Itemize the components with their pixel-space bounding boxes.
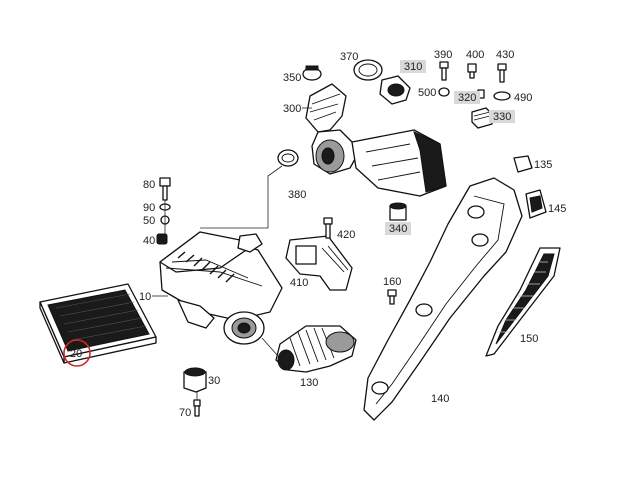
label-390[interactable]: 390 bbox=[434, 49, 452, 61]
label-box-310 bbox=[400, 60, 426, 73]
air-duct-140[interactable] bbox=[363, 177, 523, 421]
label-140[interactable]: 140 bbox=[431, 393, 449, 405]
label-490[interactable]: 490 bbox=[514, 92, 532, 104]
label-410[interactable]: 410 bbox=[290, 277, 308, 289]
label-130[interactable]: 130 bbox=[300, 377, 318, 389]
label-10[interactable]: 10 bbox=[139, 291, 151, 303]
label-70[interactable]: 70 bbox=[179, 407, 191, 419]
label-430[interactable]: 430 bbox=[496, 49, 514, 61]
label-380[interactable]: 380 bbox=[288, 189, 306, 201]
label-145[interactable]: 145 bbox=[548, 203, 566, 215]
resonator-duct[interactable] bbox=[351, 129, 447, 197]
sensor-310[interactable] bbox=[379, 75, 411, 105]
label-420[interactable]: 420 bbox=[337, 229, 355, 241]
clamp-370[interactable] bbox=[353, 59, 383, 81]
label-500[interactable]: 500 bbox=[418, 87, 436, 99]
leader-130-housing bbox=[261, 337, 279, 357]
bolt-80[interactable] bbox=[159, 177, 171, 201]
label-80[interactable]: 80 bbox=[143, 179, 155, 191]
intake-boot-130[interactable] bbox=[275, 325, 357, 373]
label-320[interactable]: 320 bbox=[458, 92, 476, 104]
air-filter-housing[interactable] bbox=[159, 231, 283, 345]
label-370[interactable]: 370 bbox=[340, 51, 358, 63]
label-20[interactable]: 20 bbox=[70, 348, 82, 360]
label-90[interactable]: 90 bbox=[143, 202, 155, 214]
washer-490[interactable] bbox=[493, 91, 511, 101]
label-box-320 bbox=[454, 91, 480, 104]
label-160[interactable]: 160 bbox=[383, 276, 401, 288]
rubber-grommet-340[interactable] bbox=[389, 202, 407, 221]
stud-70[interactable] bbox=[193, 399, 201, 417]
bolt-390[interactable] bbox=[439, 61, 449, 81]
rubber-mount-330[interactable] bbox=[471, 107, 493, 129]
intake-hose-300[interactable] bbox=[305, 83, 361, 175]
bolt-430[interactable] bbox=[497, 63, 507, 83]
nut-400[interactable] bbox=[467, 63, 477, 79]
label-box-330 bbox=[489, 110, 515, 123]
grille-150[interactable] bbox=[485, 247, 561, 357]
rubber-mount-30[interactable] bbox=[183, 367, 207, 393]
label-330[interactable]: 330 bbox=[493, 111, 511, 123]
label-50[interactable]: 50 bbox=[143, 215, 155, 227]
clamp-350[interactable] bbox=[302, 65, 322, 81]
bolt-160[interactable] bbox=[387, 289, 397, 305]
bolt-420[interactable] bbox=[323, 217, 333, 239]
label-400[interactable]: 400 bbox=[466, 49, 484, 61]
washer-500[interactable] bbox=[438, 87, 450, 97]
label-350[interactable]: 350 bbox=[283, 72, 301, 84]
clip-145[interactable] bbox=[525, 189, 547, 219]
leader-380 bbox=[200, 165, 283, 229]
clamp-380[interactable] bbox=[277, 149, 299, 167]
label-box-340 bbox=[385, 222, 411, 235]
clip-135[interactable] bbox=[513, 155, 533, 173]
label-30[interactable]: 30 bbox=[208, 375, 220, 387]
label-300[interactable]: 300 bbox=[283, 103, 301, 115]
label-135[interactable]: 135 bbox=[534, 159, 552, 171]
label-310[interactable]: 310 bbox=[404, 61, 422, 73]
highlight-circle bbox=[63, 339, 91, 367]
bracket-410[interactable] bbox=[285, 235, 353, 291]
label-40[interactable]: 40 bbox=[143, 235, 155, 247]
air-filter-element[interactable] bbox=[39, 283, 157, 364]
label-340[interactable]: 340 bbox=[389, 223, 407, 235]
label-150[interactable]: 150 bbox=[520, 333, 538, 345]
bushing-40[interactable] bbox=[156, 233, 168, 245]
